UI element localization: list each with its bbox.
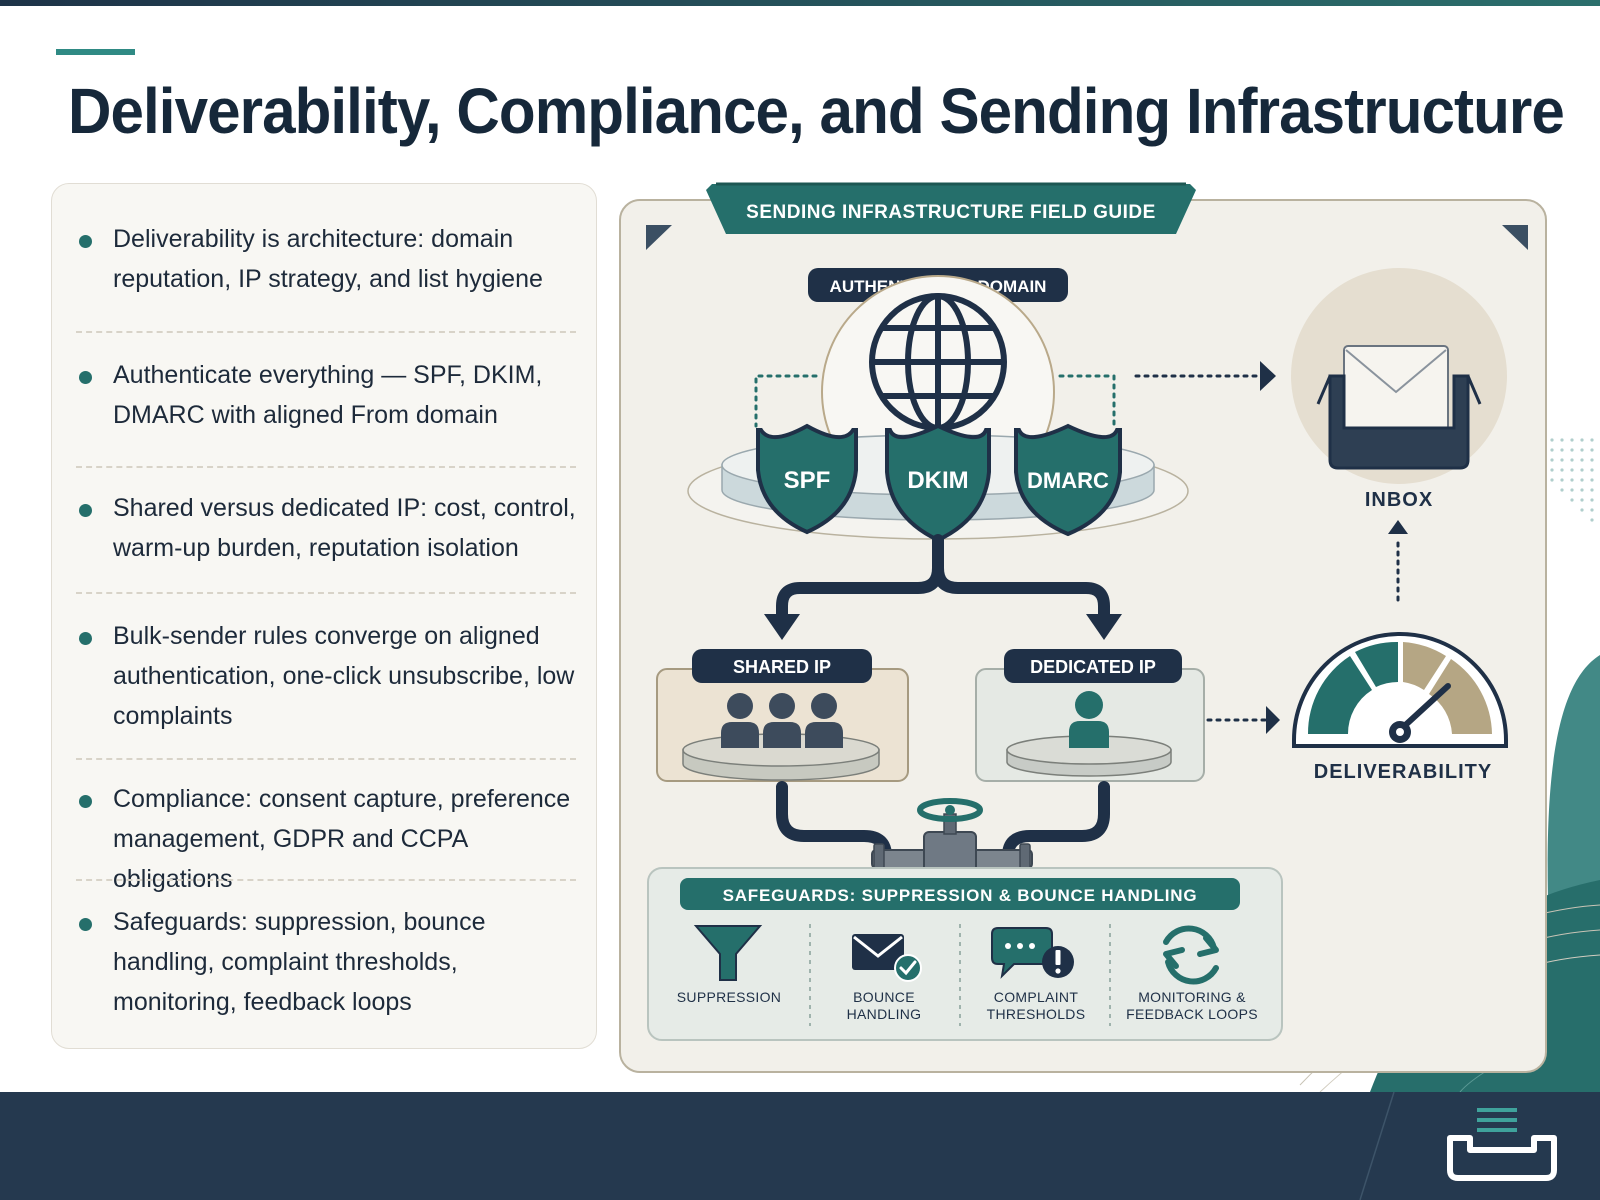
safeguard-label: COMPLAINT: [994, 989, 1079, 1005]
bullet-divider: [76, 758, 576, 760]
bullet-text: Authenticate everything — SPF, DKIM, DMA…: [113, 361, 543, 429]
users-group-icon: [721, 693, 843, 748]
bullet-dot: [79, 235, 92, 248]
bullet-divider: [76, 592, 576, 594]
user-icon: [1069, 691, 1109, 748]
corner-ornament: [646, 225, 672, 250]
safeguard-label: BOUNCE: [853, 989, 915, 1005]
shared-ip-label: SHARED IP: [733, 657, 831, 677]
bullet-text: Bulk-sender rules converge on aligned au…: [113, 622, 575, 730]
bullet-divider: [76, 331, 576, 333]
dmarc-shield-icon: DMARC: [1014, 423, 1122, 537]
deliverability-gauge-icon: DELIVERABILITY: [1292, 632, 1508, 783]
arrow-right-icon: [1260, 361, 1276, 391]
bullet-dot: [79, 371, 92, 384]
bullet-text: Compliance: consent capture, preference …: [113, 785, 571, 893]
bullet-divider: [76, 466, 576, 468]
footer-art: [1359, 1092, 1557, 1200]
page-title: Deliverability, Compliance, and Sending …: [68, 75, 1565, 147]
bullet-text: Shared versus dedicated IP: cost, contro…: [113, 494, 576, 562]
dedicated-ip-label: DEDICATED IP: [1030, 657, 1156, 677]
safeguards-title: SAFEGUARDS: SUPPRESSION & BOUNCE HANDLIN…: [723, 886, 1198, 905]
inbox-logo-icon: [1447, 1108, 1557, 1181]
dmarc-label: DMARC: [1027, 468, 1109, 493]
bullet-list-panel: Deliverability is architecture: domain r…: [51, 183, 597, 1049]
dedicated-ip-node: DEDICATED IP: [975, 649, 1205, 782]
field-guide-banner: SENDING INFRASTRUCTURE FIELD GUIDE: [706, 182, 1196, 234]
bullet-text: Deliverability is architecture: domain r…: [113, 225, 543, 293]
funnel-icon: [693, 925, 763, 981]
safeguard-label: FEEDBACK LOOPS: [1126, 1006, 1258, 1022]
dkim-label: DKIM: [907, 467, 968, 494]
bullet-dot: [79, 504, 92, 517]
corner-ornament: [1502, 225, 1528, 250]
bullet-dot: [79, 795, 92, 808]
shared-ip-node: SHARED IP: [656, 649, 909, 782]
safeguards-panel: SAFEGUARDS: SUPPRESSION & BOUNCE HANDLIN…: [647, 867, 1283, 1041]
bullet-text: Safeguards: suppression, bounce handling…: [113, 908, 486, 1016]
safeguard-label: HANDLING: [847, 1006, 922, 1022]
bullet-dot: [79, 918, 92, 931]
title-accent-bar: [56, 49, 135, 55]
connector-dotted: [1058, 374, 1116, 428]
shared-ip-pill: [692, 649, 872, 683]
refresh-icon: [1163, 925, 1219, 985]
dkim-shield-icon: DKIM: [885, 423, 991, 543]
connector-dotted: [754, 374, 818, 428]
spf-label: SPF: [784, 467, 831, 494]
spf-shield-icon: SPF: [756, 423, 858, 535]
dedicated-ip-pill: [1004, 649, 1182, 683]
inbox-label: INBOX: [1365, 489, 1433, 511]
branch-connector: [776, 534, 1110, 620]
arrow-right-icon: [1266, 706, 1280, 734]
inbox-tray-icon: [1316, 345, 1482, 470]
globe-icon: [869, 293, 1007, 431]
safeguards-title-pill: [680, 878, 1240, 910]
safeguard-label: THRESHOLDS: [987, 1006, 1086, 1022]
footer-bar: [0, 1092, 1600, 1200]
safeguard-label: SUPPRESSION: [677, 989, 781, 1005]
arrow-up-icon: [1388, 520, 1408, 534]
bullet-dot: [79, 632, 92, 645]
arrow-down-icon: [764, 614, 800, 640]
inbox-node: INBOX: [1291, 268, 1507, 511]
bullet-divider: [76, 879, 576, 881]
deliverability-label: DELIVERABILITY: [1314, 761, 1492, 783]
safeguard-label: MONITORING &: [1138, 989, 1246, 1005]
envelope-check-icon: [852, 934, 922, 982]
arrow-down-icon: [1086, 614, 1122, 640]
top-accent-strip: [0, 0, 1600, 6]
chat-alert-icon: [991, 927, 1074, 979]
banner-text: SENDING INFRASTRUCTURE FIELD GUIDE: [746, 202, 1156, 223]
